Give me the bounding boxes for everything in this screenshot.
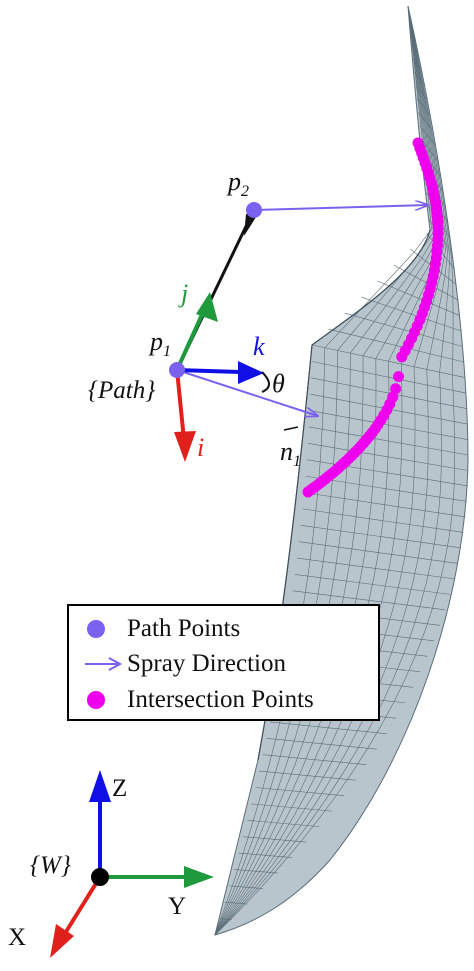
label-k: k [253,332,265,361]
label-axis-z: Z [112,775,127,802]
path-point-p1 [169,362,185,378]
intersection-point [390,383,402,395]
spray-direction-p2 [254,205,428,211]
mesh-line [214,5,450,936]
legend: Path Points Spray Direction Intersection… [67,604,380,721]
world-axis-y [100,866,214,888]
intersection-point-dot-icon [87,691,105,709]
svg-text:n1: n1 [280,437,301,470]
label-axis-y: Y [168,893,186,920]
world-origin [91,868,109,886]
mesh-line [214,5,444,936]
label-world-frame: {W} [30,852,71,879]
spray-arrow-icon [85,657,123,671]
mesh-line [214,5,442,936]
mesh-line [214,5,436,936]
intersection-point [393,371,404,383]
legend-label: Spray Direction [127,650,286,677]
mesh-line [214,5,446,936]
intersection-point [396,351,408,363]
label-j: j [178,279,188,308]
legend-item-intersection-points: Intersection Points [69,683,378,717]
label-n1: n1 [280,426,301,470]
label-path-frame: {Path} [88,377,155,404]
path-axis-k [176,361,264,384]
theta-arc [261,371,270,393]
mesh-line [214,5,434,936]
world-axis-x [50,875,102,958]
legend-item-spray-direction: Spray Direction [69,647,378,681]
label-axis-x: X [8,924,26,951]
path-point-dot-icon [87,620,105,638]
mesh-line [214,5,456,936]
legend-label: Path Points [127,615,241,642]
spray-direction-p1 [176,369,318,416]
legend-item-path-points: Path Points [69,612,378,646]
label-i: i [197,433,204,462]
world-axis-z [89,770,111,877]
path-point-p2 [246,202,262,218]
label-p1: p1 [148,327,171,360]
mesh-line [214,5,448,936]
intersection-points [302,137,444,498]
path-axis-i [174,369,196,462]
legend-label: Intersection Points [127,686,314,713]
intersection-point [302,486,314,498]
mesh-line [214,5,440,936]
label-p2: p2 [226,167,249,200]
path-axis-j [175,214,258,371]
label-theta: θ [272,369,285,398]
